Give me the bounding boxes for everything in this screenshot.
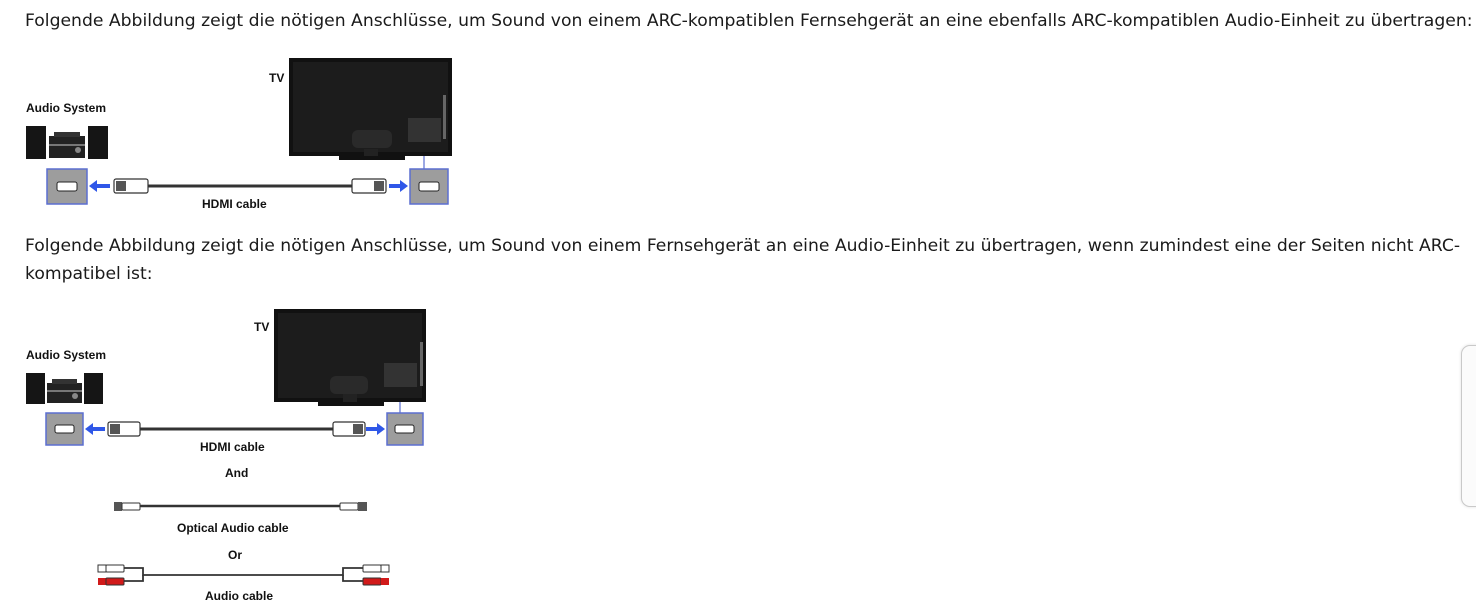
optical-audio-cable xyxy=(114,502,367,511)
rca-audio-cable xyxy=(97,564,390,586)
tv-illustration xyxy=(289,58,452,160)
or-label: Or xyxy=(228,548,242,562)
arrow-right-icon xyxy=(389,180,408,192)
optical-audio-cable-label: Optical Audio cable xyxy=(177,521,289,535)
non-arc-connection-paragraph: Folgende Abbildung zeigt die nötigen Ans… xyxy=(25,236,1461,256)
arrow-left-icon xyxy=(85,423,105,435)
tv-label: TV xyxy=(269,71,284,85)
audio-system-label: Audio System xyxy=(26,101,106,115)
and-label: And xyxy=(225,466,248,480)
hdmi-cable xyxy=(113,178,387,194)
arrow-right-icon xyxy=(366,423,385,435)
audio-system-illustration xyxy=(26,373,103,404)
side-panel-tab[interactable] xyxy=(1461,345,1476,507)
tv-label: TV xyxy=(254,320,269,334)
audio-system-illustration xyxy=(26,126,108,159)
non-arc-connection-diagram: TV Audio System HDMI cable And Optical A… xyxy=(26,309,426,603)
hdmi-cable-label: HDMI cable xyxy=(200,440,265,454)
arc-connection-paragraph: Folgende Abbildung zeigt die nötigen Ans… xyxy=(25,11,1473,31)
non-arc-connection-paragraph-cont: kompatibel ist: xyxy=(25,264,153,284)
audio-hdmi-port xyxy=(46,168,88,205)
audio-system-label: Audio System xyxy=(26,348,106,362)
arc-connection-diagram: TV Audio System HDMI cable xyxy=(26,58,452,211)
hdmi-cable xyxy=(107,421,366,437)
tv-illustration xyxy=(274,309,426,406)
audio-cable-label: Audio cable xyxy=(205,589,273,603)
hdmi-cable-label: HDMI cable xyxy=(202,197,267,211)
arrow-left-icon xyxy=(89,180,110,192)
